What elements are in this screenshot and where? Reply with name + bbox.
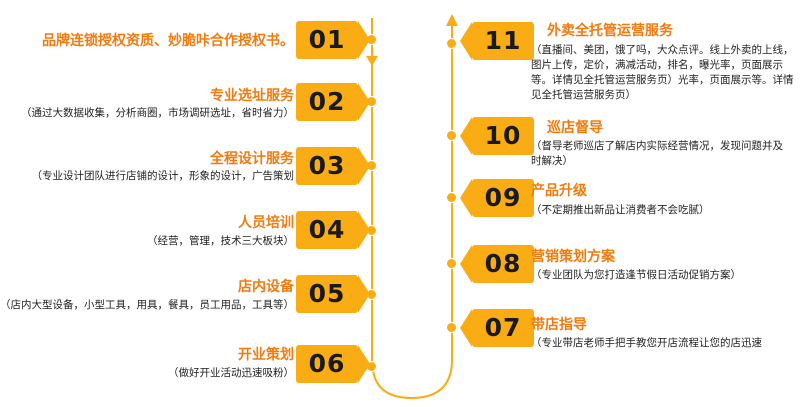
step-02-desc: （通过大数据收集，分析商圈，市场调研选址，省时省力） bbox=[21, 107, 294, 119]
step-11-desc: （直播间、美团，饿了吗，大众点评。线上外卖的上线，图片上传，定价，满减活动，排名… bbox=[531, 44, 794, 101]
step-10-badge: 10 bbox=[460, 117, 534, 155]
step-10-desc: （督导老师巡店了解店内实际经营情况，发现问题并及时解决） bbox=[531, 140, 783, 167]
step-03-desc: （专业设计团队进行店铺的设计，形象的设计，广告策划 bbox=[31, 170, 295, 182]
step-08-desc: （专业团队为您打造逢节假日活动促销方案） bbox=[531, 269, 741, 281]
step-03-title: 全程设计服务 bbox=[210, 151, 294, 167]
bottom-curve bbox=[371, 359, 453, 400]
step-04-title: 人员培训 bbox=[238, 215, 294, 231]
step-06-title: 开业策划 bbox=[238, 347, 294, 363]
step-07-title: 带店指导 bbox=[531, 317, 587, 333]
step-07-badge: 07 bbox=[460, 309, 534, 347]
step-01-badge: 01 bbox=[296, 21, 370, 59]
step-09-dot bbox=[446, 192, 457, 203]
step-04-badge: 04 bbox=[296, 211, 370, 249]
step-08-badge: 08 bbox=[460, 245, 534, 283]
step-07-dot bbox=[446, 322, 457, 333]
step-11-dot bbox=[446, 38, 457, 49]
step-09-title: 产品升级 bbox=[531, 183, 587, 199]
step-09-badge: 09 bbox=[460, 179, 534, 217]
step-09-desc: （不定期推出新品让消费者不会吃腻） bbox=[531, 204, 710, 216]
step-05-badge: 05 bbox=[296, 275, 370, 313]
step-03-badge: 03 bbox=[296, 147, 370, 185]
step-11-badge: 11 bbox=[460, 22, 534, 60]
step-08-dot bbox=[446, 258, 457, 269]
step-06-desc: （做好开业活动迅速吸粉） bbox=[168, 367, 294, 379]
step-04-desc: （经营，管理，技术三大板块） bbox=[147, 235, 294, 247]
step-01-title: 品牌连锁授权资质、妙脆咔合作授权书。 bbox=[42, 33, 294, 49]
step-08-title: 营销策划方案 bbox=[531, 249, 615, 265]
step-05-desc: （店内大型设备，小型工具，用具，餐具，员工用品，工具等） bbox=[0, 299, 294, 311]
step-10-title: 巡店督导 bbox=[547, 120, 603, 136]
step-11-title: 外卖全托管运营服务 bbox=[547, 23, 673, 39]
step-02-title: 专业选址服务 bbox=[210, 88, 294, 104]
step-10-dot bbox=[446, 130, 457, 141]
up-arrow-icon bbox=[446, 14, 458, 26]
step-02-badge: 02 bbox=[296, 83, 370, 121]
step-06-badge: 06 bbox=[296, 345, 370, 383]
step-05-title: 店内设备 bbox=[238, 279, 294, 295]
step-07-desc: （专业带店老师手把手教您开店流程让您的店迅速 bbox=[531, 337, 762, 349]
